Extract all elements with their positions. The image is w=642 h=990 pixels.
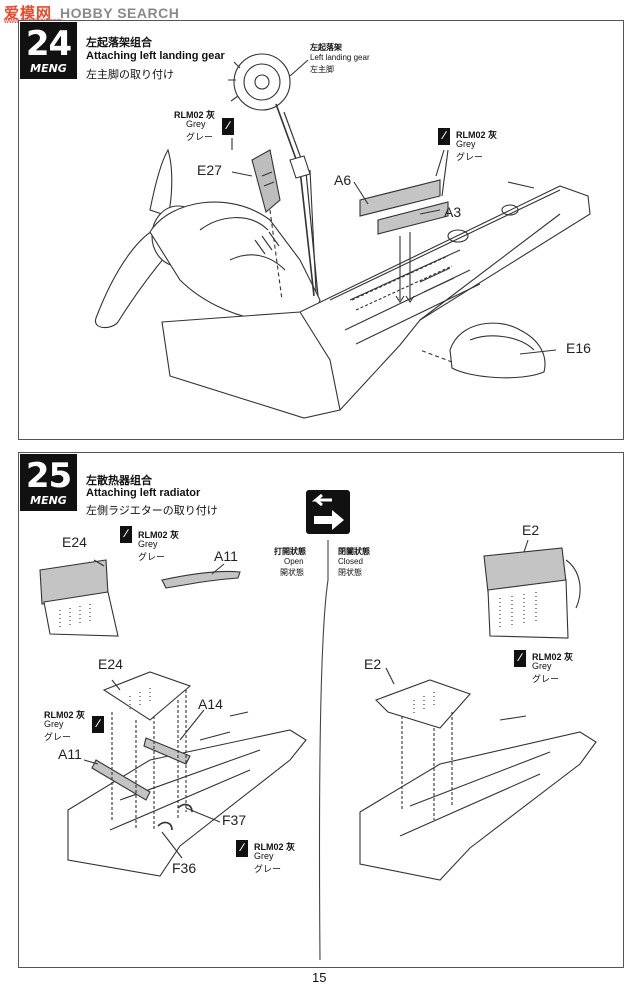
state-open-en: Open <box>284 557 304 566</box>
step-number: 24 <box>25 24 72 64</box>
paint-code: RLM02 灰 <box>44 710 86 720</box>
step-24-title-jp: 左主脚の取り付け <box>86 69 174 81</box>
step-25-title-en: Attaching left radiator <box>86 487 201 499</box>
part-label: E24 <box>62 534 87 550</box>
part-label: E2 <box>364 656 382 672</box>
part-label: E2 <box>522 522 540 538</box>
state-closed-en: Closed <box>338 557 363 566</box>
paint-en: Grey <box>138 539 158 549</box>
brand-label: MENG <box>30 62 67 75</box>
open-closed-switch-icon <box>306 490 350 534</box>
part-label: E24 <box>98 656 123 672</box>
gear-label-jp: 左主脚 <box>310 65 334 74</box>
part-label: F37 <box>222 812 247 828</box>
paint-brush-icon: ∕ <box>514 650 526 667</box>
paint-code: RLM02 灰 <box>532 652 574 662</box>
paint-code: RLM02 灰 <box>174 110 216 120</box>
part-label: F36 <box>172 860 197 876</box>
state-closed-cn: 閉闔狀態 <box>338 547 370 556</box>
page-number: 15 <box>312 970 327 985</box>
paint-en: Grey <box>532 661 552 671</box>
paint-en: Grey <box>186 119 206 129</box>
paint-en: Grey <box>456 139 476 149</box>
part-label: E27 <box>197 162 222 178</box>
paint-en: Grey <box>44 719 64 729</box>
step-24-badge: 24 MENG <box>20 22 77 79</box>
paint-brush-icon: ∕ <box>92 716 104 733</box>
paint-brush-icon: ∕ <box>222 118 234 135</box>
step-25-badge: 25 MENG <box>20 454 77 511</box>
part-label: E16 <box>566 340 591 356</box>
paint-jp: グレー <box>186 132 214 142</box>
paint-code: RLM02 灰 <box>138 530 180 540</box>
part-label: A11 <box>58 746 82 762</box>
paint-jp: グレー <box>532 674 560 684</box>
paint-en: Grey <box>254 851 274 861</box>
part-label: A11 <box>214 548 238 564</box>
watermark-logo: 爱模网 <box>4 5 53 22</box>
paint-code: RLM02 灰 <box>254 842 296 852</box>
gear-label-cn: 左起落架 <box>310 43 342 52</box>
part-label: A3 <box>444 204 462 220</box>
step-24-title-en: Attaching left landing gear <box>86 50 225 62</box>
paint-jp: グレー <box>44 732 72 742</box>
state-closed-jp: 閉状態 <box>338 568 362 577</box>
paint-code: RLM02 灰 <box>456 130 498 140</box>
paint-brush-icon: ∕ <box>120 526 132 543</box>
watermark-text: HOBBY SEARCH <box>60 5 180 21</box>
brand-label: MENG <box>30 494 67 507</box>
step-25-title-jp: 左側ラジエターの取り付け <box>86 505 218 517</box>
part-label: A6 <box>334 172 352 188</box>
paint-jp: グレー <box>254 864 282 874</box>
paint-brush-icon: ∕ <box>438 128 450 145</box>
step-25-title-cn: 左散热器组合 <box>86 475 152 487</box>
paint-jp: グレー <box>456 152 484 162</box>
paint-jp: グレー <box>138 552 166 562</box>
step-number: 25 <box>25 456 72 496</box>
step-24-title-cn: 左起落架组合 <box>86 37 152 49</box>
state-open-cn: 打開狀態 <box>274 547 306 556</box>
part-label: A14 <box>198 696 223 712</box>
state-open-jp: 開状態 <box>280 568 304 577</box>
gear-label-en: Left landing gear <box>310 53 370 62</box>
paint-brush-icon: ∕ <box>236 840 248 857</box>
